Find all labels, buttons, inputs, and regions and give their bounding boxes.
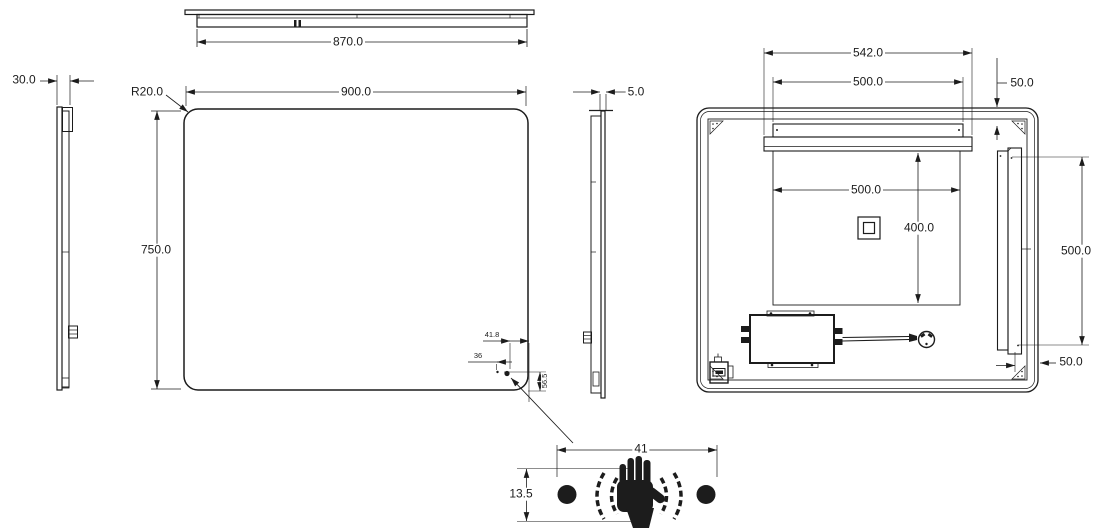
back-view xyxy=(696,48,1089,393)
dim-front-corner-radius: R20.0 xyxy=(128,84,166,99)
side-view-left xyxy=(40,75,94,391)
dim-cutout-height: 400.0 xyxy=(901,220,937,235)
dim-front-width: 900.0 xyxy=(338,84,374,99)
dim-cutout-width: 500.0 xyxy=(848,182,884,197)
power-plug-icon xyxy=(842,330,936,349)
dim-side-overall-depth: 30.0 xyxy=(10,72,38,87)
sensor-detail-view xyxy=(517,445,718,528)
sensor-dot-right-icon xyxy=(696,485,716,504)
dim-side-bracket-offset: 50.0 xyxy=(1057,354,1085,369)
back-cutout-outline xyxy=(772,150,961,306)
mirror-front-outline xyxy=(183,108,529,391)
dim-bracket-outer-width: 542.0 xyxy=(850,45,886,60)
dim-sensor-zone-height: 13.5 xyxy=(507,486,535,501)
dim-sensor-offset-right: 41.8 xyxy=(483,330,501,340)
sensor-side-profile-icon xyxy=(68,325,78,339)
dim-sensor-zone-width: 41 xyxy=(632,441,650,456)
dim-sensor-spacing: 36 xyxy=(472,351,484,361)
sensor-dot-left-icon xyxy=(557,485,577,504)
dim-glass-thickness: 5.0 xyxy=(625,84,647,99)
junction-box-icon xyxy=(857,216,881,240)
sensor-side-profile-icon xyxy=(583,331,592,344)
touch-switch-icon xyxy=(709,353,734,384)
mirror-back-outline xyxy=(696,107,1039,393)
led-driver-box-icon xyxy=(741,310,843,368)
dim-bracket-top-offset: 50.0 xyxy=(1008,75,1036,90)
dim-sensor-offset-bottom: 56.5 xyxy=(540,372,550,390)
mounting-clip-icon xyxy=(298,20,301,27)
dim-front-height: 750.0 xyxy=(138,242,174,257)
side-view-right xyxy=(573,89,630,399)
dim-side-bracket-height: 500.0 xyxy=(1058,243,1094,258)
mounting-clip-icon xyxy=(294,20,297,27)
dim-bracket-inner-width: 500.0 xyxy=(850,74,886,89)
hand-wave-motion-sensor-icon xyxy=(617,456,665,528)
dim-top-overall-width: 870.0 xyxy=(330,34,366,49)
sensor-wave-arcs-icon xyxy=(595,472,683,520)
